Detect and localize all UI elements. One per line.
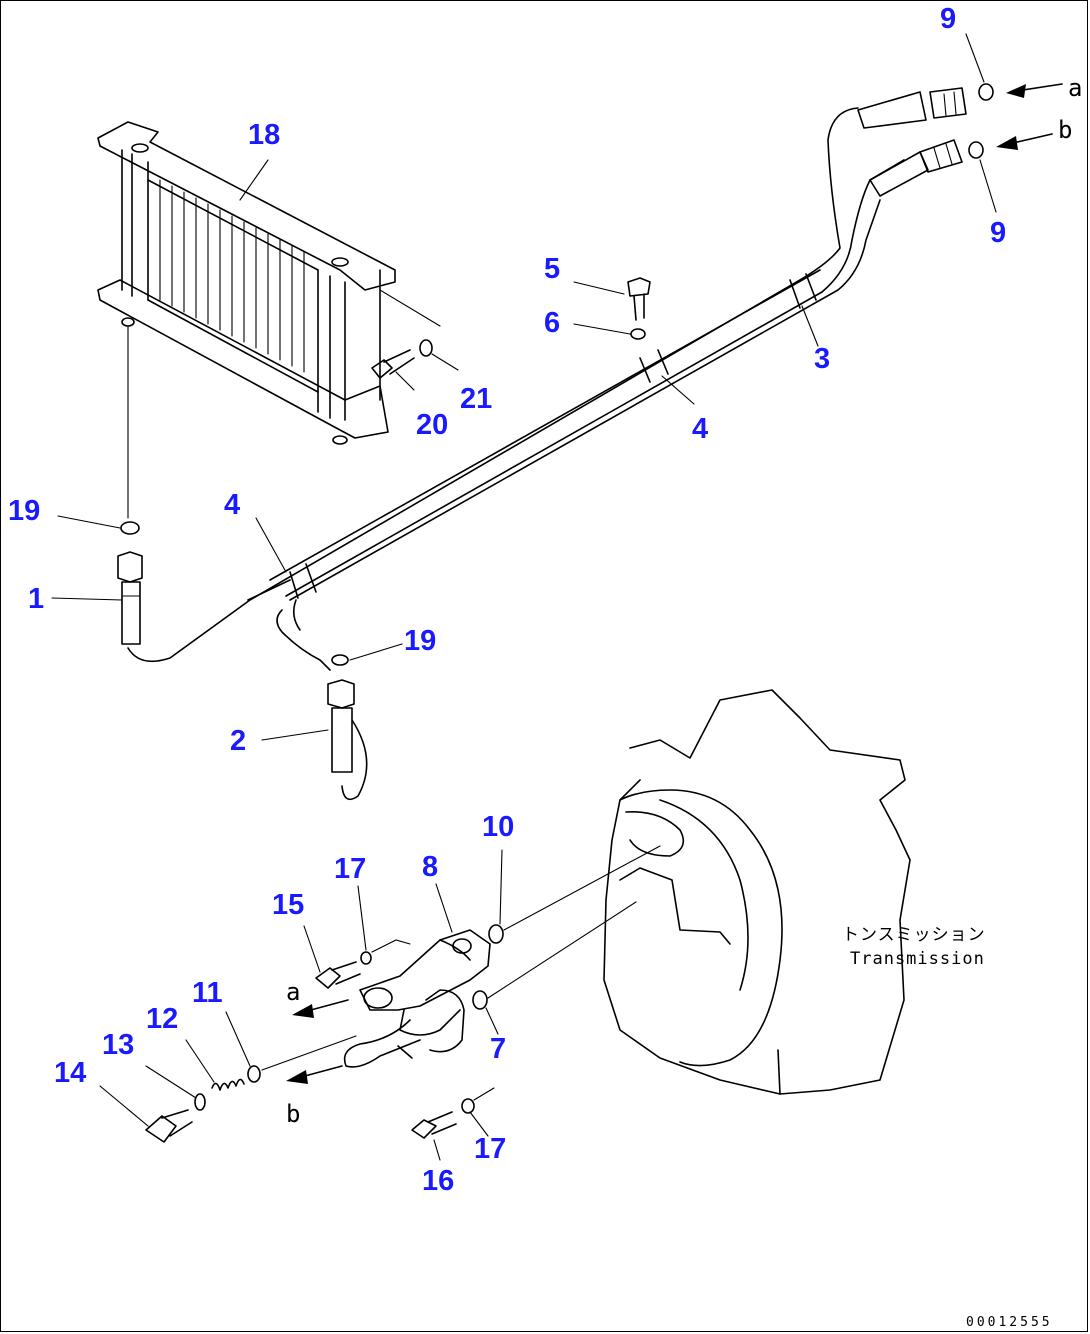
hose-end-b (869, 139, 963, 197)
ball-11 (247, 1065, 261, 1083)
flow-arrow-b-top (996, 133, 1053, 150)
washer-6 (630, 328, 646, 340)
oil-cooler (97, 121, 441, 445)
callout-13: 13 (102, 1029, 134, 1061)
o-ring-19b (331, 654, 349, 666)
o-ring-9a (978, 83, 994, 101)
transmission-housing (603, 689, 911, 1095)
flow-letter-b-top: b (1058, 116, 1072, 144)
callout-2: 2 (230, 725, 246, 757)
callout-18: 18 (248, 119, 280, 151)
flow-arrow-a-top (1006, 83, 1063, 98)
o-ring-7 (472, 990, 488, 1010)
callout-8: 8 (422, 851, 438, 883)
callout-17-upper: 17 (334, 853, 366, 885)
transmission-label-en: Transmission (850, 949, 985, 969)
spring-12 (211, 1078, 245, 1091)
callout-21: 21 (460, 383, 492, 415)
bolt-20 (371, 349, 415, 379)
hose-assembly (127, 107, 905, 671)
drawing-code: 00012555 (966, 1315, 1053, 1330)
bolt-16 (411, 1111, 457, 1139)
washer-17a (360, 951, 372, 965)
o-ring-10 (488, 924, 504, 944)
flow-arrow-b-bottom (286, 1065, 343, 1084)
hose-fitting-1 (117, 551, 143, 645)
flow-letter-a-top: a (1068, 74, 1082, 102)
callout-16: 16 (422, 1165, 454, 1197)
washer-13 (194, 1093, 206, 1111)
bolt-15 (315, 961, 361, 989)
callout-7: 7 (490, 1033, 506, 1065)
callout-5: 5 (544, 253, 560, 285)
o-ring-19a (120, 521, 140, 535)
callout-14: 14 (54, 1057, 86, 1089)
transmission-label-jp: トンスミッション (842, 925, 986, 945)
outlet-elbow (343, 989, 465, 1068)
callout-9-lower: 9 (990, 217, 1006, 249)
plug-14 (145, 1109, 193, 1143)
callout-11: 11 (192, 977, 223, 1009)
leader-lines (51, 33, 997, 1161)
callout-10: 10 (482, 811, 514, 843)
callout-9-upper: 9 (940, 3, 956, 35)
flow-letter-a-bottom: a (286, 978, 300, 1006)
flow-arrow-a-bottom (292, 999, 349, 1018)
hose-end-a (857, 87, 967, 129)
callout-3: 3 (814, 343, 830, 375)
washer-17b (461, 1098, 475, 1114)
callout-4-upper: 4 (692, 413, 708, 445)
callout-4-lower: 4 (224, 489, 240, 521)
callout-17-lower: 17 (474, 1133, 506, 1165)
callout-1: 1 (28, 583, 44, 615)
flow-letter-b-bottom: b (286, 1100, 300, 1128)
callout-6: 6 (544, 307, 560, 339)
valve-block-8 (359, 929, 491, 1036)
callout-12: 12 (146, 1003, 178, 1035)
callout-20: 20 (416, 409, 448, 441)
bolt-5 (627, 277, 651, 321)
callout-15: 15 (272, 889, 304, 921)
o-ring-9b (968, 141, 984, 159)
hose-fitting-2 (327, 679, 368, 801)
washer-21 (419, 339, 433, 357)
callout-19-upper: 19 (8, 495, 40, 527)
callout-19-lower: 19 (404, 625, 436, 657)
